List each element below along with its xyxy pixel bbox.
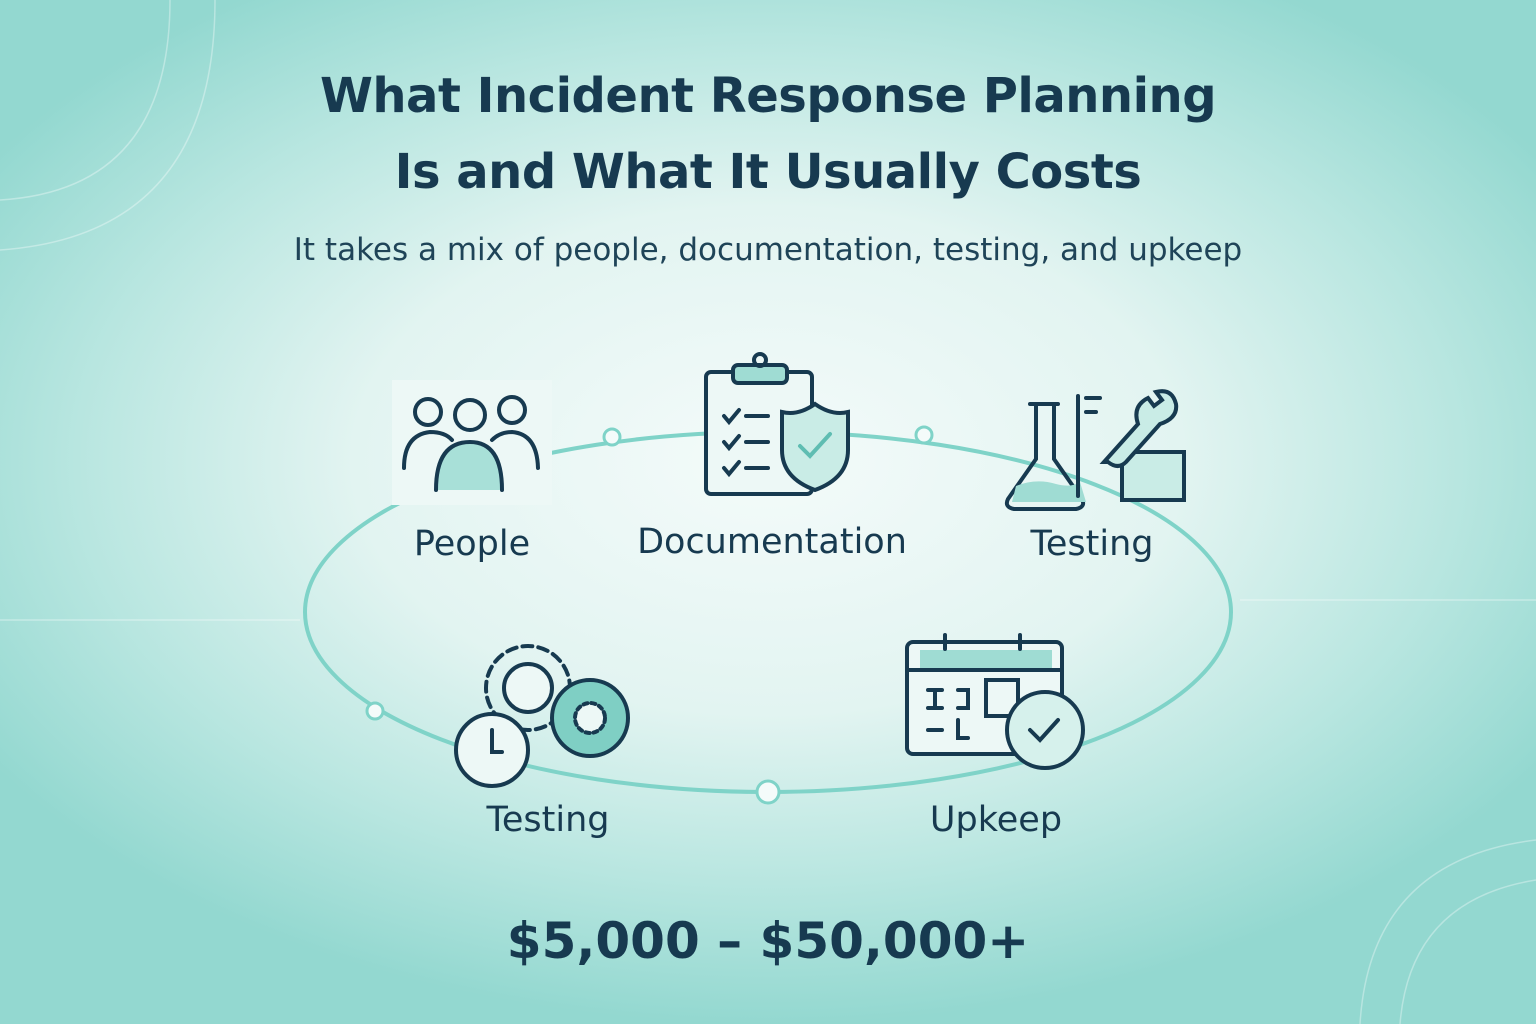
subtitle: It takes a mix of people, documentation,… [293,232,1243,268]
label-documentation: Documentation [637,522,907,562]
label-upkeep: Upkeep [929,800,1063,840]
title-line-1: What Incident Response Planning [319,68,1217,124]
label-testing-1: Testing [1030,524,1154,564]
title-line-2: Is and What It Usually Costs [394,144,1142,200]
clipboard-shield-icon [704,352,850,496]
people-icon [392,380,552,505]
label-people: People [413,524,531,564]
cycle-nodes [365,425,934,805]
cost-range: $5,000 – $50,000+ [506,912,1030,970]
label-testing-2: Testing [486,800,610,840]
flask-wrench-icon [1004,389,1186,511]
gears-clock-icon [454,644,630,788]
calendar-check-icon [905,633,1085,770]
